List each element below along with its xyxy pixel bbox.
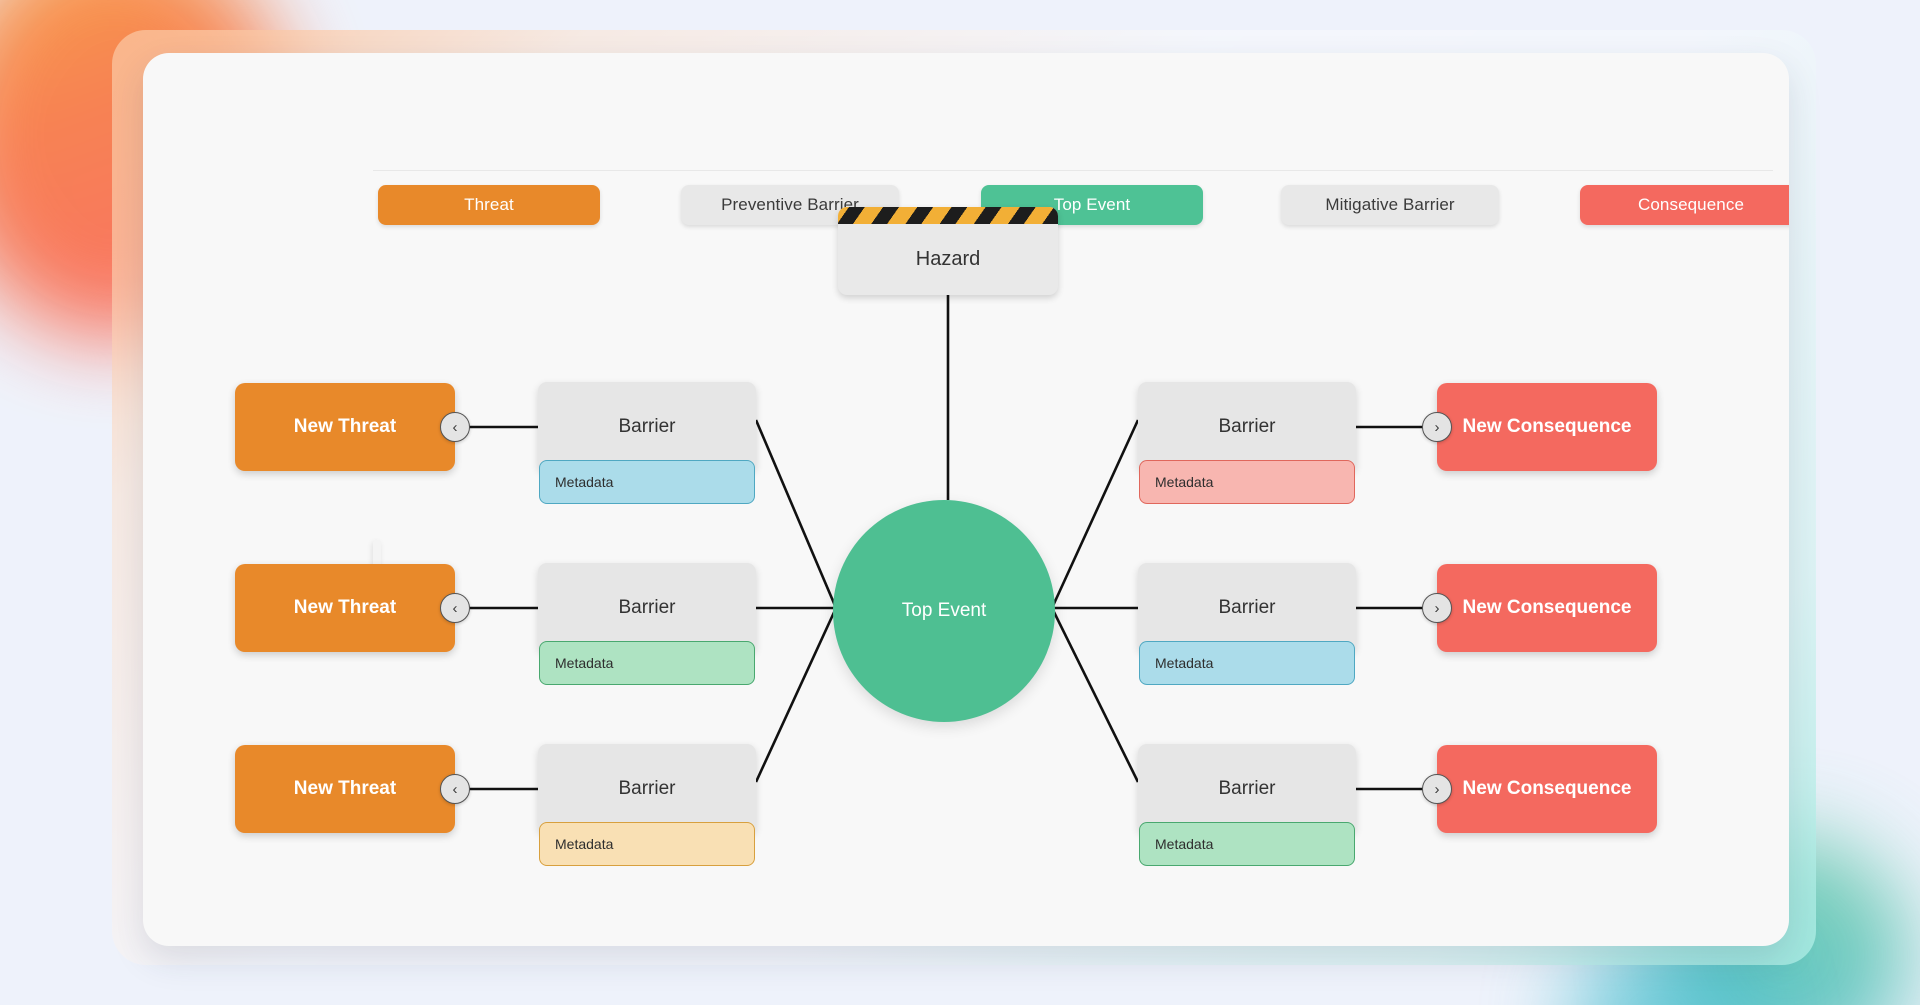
hazard-stripe-icon (838, 207, 1058, 224)
preventive-barrier-1-metadata-chip[interactable]: Metadata (539, 460, 755, 504)
mitigative-barrier-3-body[interactable]: Barrier (1138, 744, 1356, 834)
consequence-node-1-chevron-right-icon[interactable]: › (1422, 412, 1452, 442)
mitigative-barrier-1[interactable]: Barrier Metadata (1138, 382, 1356, 504)
legend-chip-threat[interactable]: Threat (378, 185, 600, 225)
threat-node-3-chevron-left-icon[interactable]: ‹ (440, 774, 470, 804)
preventive-barrier-1-body[interactable]: Barrier (538, 382, 756, 472)
consequence-node-2-body[interactable]: New Consequence (1437, 564, 1657, 652)
mitigative-barrier-1-metadata-chip[interactable]: Metadata (1139, 460, 1355, 504)
preventive-barrier-1-metadata-label: Metadata (555, 474, 614, 490)
mitigative-barrier-2-metadata-label: Metadata (1155, 655, 1214, 671)
consequence-node-2-chevron-right-icon[interactable]: › (1422, 593, 1452, 623)
mitigative-barrier-2-metadata-chip[interactable]: Metadata (1139, 641, 1355, 685)
mitigative-barrier-2[interactable]: Barrier Metadata (1138, 563, 1356, 685)
chevron-left-glyph: ‹ (452, 418, 458, 436)
preventive-barrier-3-label: Barrier (618, 778, 676, 799)
preventive-barrier-2-label: Barrier (618, 597, 676, 618)
mitigative-barrier-2-label: Barrier (1218, 597, 1276, 618)
legend-chip-consequence[interactable]: Consequence (1580, 185, 1789, 225)
chevron-left-glyph: ‹ (452, 599, 458, 617)
mitigative-barrier-3-metadata-label: Metadata (1155, 836, 1214, 852)
preventive-barrier-3-body[interactable]: Barrier (538, 744, 756, 834)
threat-node-1-label: New Threat (293, 416, 397, 437)
consequence-node-3[interactable]: New Consequence › (1422, 745, 1657, 833)
mitigative-barrier-3[interactable]: Barrier Metadata (1138, 744, 1356, 866)
consequence-node-3-chevron-right-icon[interactable]: › (1422, 774, 1452, 804)
chevron-right-glyph: › (1434, 418, 1440, 436)
threat-node-3-label: New Threat (293, 778, 397, 799)
legend-chip-consequence-label: Consequence (1637, 195, 1744, 214)
top-event-node-label: Top Event (901, 600, 987, 621)
chevron-right-glyph: › (1434, 599, 1440, 617)
preventive-barrier-2-metadata-label: Metadata (555, 655, 614, 671)
threat-node-1-chevron-left-icon[interactable]: ‹ (440, 412, 470, 442)
chevron-left-glyph: ‹ (452, 780, 458, 798)
mitigative-barrier-1-metadata-label: Metadata (1155, 474, 1214, 490)
preventive-barrier-3-metadata-label: Metadata (555, 836, 614, 852)
preventive-barrier-3-metadata-chip[interactable]: Metadata (539, 822, 755, 866)
legend-chip-mitigative-barrier[interactable]: Mitigative Barrier (1281, 185, 1499, 225)
threat-node-2[interactable]: New Threat ‹ (235, 564, 470, 652)
legend-chip-threat-label: Threat (464, 195, 514, 214)
preventive-barrier-3[interactable]: Barrier Metadata (538, 744, 756, 866)
hazard-node-label: Hazard (915, 248, 981, 270)
legend-chip-mitigative-barrier-label: Mitigative Barrier (1325, 195, 1455, 214)
top-event-node[interactable]: Top Event (833, 500, 1055, 722)
threat-node-1-body[interactable]: New Threat (235, 383, 455, 471)
consequence-node-3-body[interactable]: New Consequence (1437, 745, 1657, 833)
preventive-barrier-1-label: Barrier (618, 416, 676, 437)
threat-node-2-body[interactable]: New Threat (235, 564, 455, 652)
preventive-barrier-2-metadata-chip[interactable]: Metadata (539, 641, 755, 685)
threat-node-3[interactable]: New Threat ‹ (235, 745, 470, 833)
consequence-node-1-label: New Consequence (1462, 416, 1632, 437)
preventive-barrier-2[interactable]: Barrier Metadata (538, 563, 756, 685)
threat-node-2-label: New Threat (293, 597, 397, 618)
legend-divider (373, 170, 1773, 171)
mitigative-barrier-2-body[interactable]: Barrier (1138, 563, 1356, 653)
threat-node-2-chevron-left-icon[interactable]: ‹ (440, 593, 470, 623)
mitigative-barrier-1-label: Barrier (1218, 416, 1276, 437)
consequence-node-3-label: New Consequence (1462, 778, 1632, 799)
mitigative-barrier-3-metadata-chip[interactable]: Metadata (1139, 822, 1355, 866)
mitigative-barrier-1-body[interactable]: Barrier (1138, 382, 1356, 472)
consequence-node-1[interactable]: New Consequence › (1422, 383, 1657, 471)
mitigative-barrier-3-label: Barrier (1218, 778, 1276, 799)
consequence-node-2[interactable]: New Consequence › (1422, 564, 1657, 652)
legend-chip-preventive-barrier-label: Preventive Barrier (721, 195, 859, 214)
consequence-node-1-body[interactable]: New Consequence (1437, 383, 1657, 471)
hazard-node[interactable]: Hazard (838, 207, 1058, 295)
threat-node-1[interactable]: New Threat ‹ (235, 383, 470, 471)
preventive-barrier-1[interactable]: Barrier Metadata (538, 382, 756, 504)
chevron-right-glyph: › (1434, 780, 1440, 798)
threat-node-3-body[interactable]: New Threat (235, 745, 455, 833)
consequence-node-2-label: New Consequence (1462, 597, 1632, 618)
preventive-barrier-2-body[interactable]: Barrier (538, 563, 756, 653)
legend-chip-top-event-label: Top Event (1053, 195, 1131, 214)
